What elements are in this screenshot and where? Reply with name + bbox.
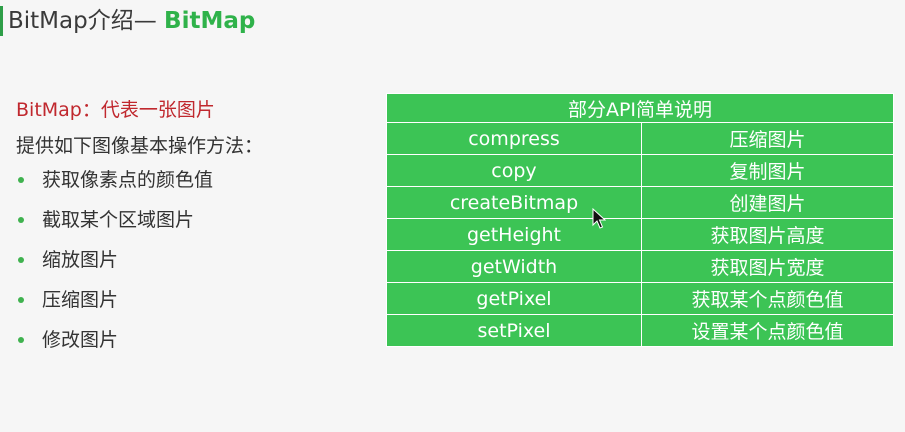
table-row: getPixel 获取某个点颜色值 xyxy=(386,282,894,315)
api-method-name: copy xyxy=(386,154,642,187)
api-method-name: getWidth xyxy=(386,250,642,283)
title-accent-bar xyxy=(0,6,3,36)
green-dot-icon xyxy=(18,337,24,343)
slide-title-highlight: BitMap xyxy=(164,8,256,34)
api-method-name: compress xyxy=(386,122,642,155)
api-table: 部分API简单说明 compress 压缩图片 copy 复制图片 create… xyxy=(386,93,894,347)
api-method-desc: 创建图片 xyxy=(641,186,894,219)
api-method-desc: 压缩图片 xyxy=(641,122,894,155)
table-row: setPixel 设置某个点颜色值 xyxy=(386,314,894,347)
green-dot-icon xyxy=(18,257,24,263)
feature-label: 缩放图片 xyxy=(42,249,119,271)
table-caption: 部分API简单说明 xyxy=(386,93,894,123)
intro-section: BitMap：代表一张图片 提供如下图像基本操作方法： 获取像素点的颜色值 截取… xyxy=(16,96,366,366)
feature-item: 截取某个区域图片 xyxy=(16,206,366,246)
feature-list: 获取像素点的颜色值 截取某个区域图片 缩放图片 压缩图片 修改图片 xyxy=(16,166,366,366)
feature-label: 修改图片 xyxy=(42,329,119,351)
feature-item: 修改图片 xyxy=(16,326,366,366)
table-header-row: 部分API简单说明 xyxy=(386,93,894,123)
feature-item: 压缩图片 xyxy=(16,286,366,326)
table-row: getHeight 获取图片高度 xyxy=(386,218,894,251)
api-method-desc: 复制图片 xyxy=(641,154,894,187)
intro-heading: BitMap：代表一张图片 xyxy=(16,99,215,121)
intro-subheading: 提供如下图像基本操作方法： xyxy=(16,135,264,157)
feature-label: 截取某个区域图片 xyxy=(42,209,195,231)
slide-title-main: BitMap介绍— xyxy=(8,8,165,34)
table-row: getWidth 获取图片宽度 xyxy=(386,250,894,283)
feature-item: 获取像素点的颜色值 xyxy=(16,166,366,206)
green-dot-icon xyxy=(18,177,24,183)
api-method-name: getPixel xyxy=(386,282,642,315)
table-row: compress 压缩图片 xyxy=(386,122,894,155)
api-method-name: setPixel xyxy=(386,314,642,347)
mouse-pointer-icon xyxy=(592,208,606,229)
table-row: copy 复制图片 xyxy=(386,154,894,187)
feature-item: 缩放图片 xyxy=(16,246,366,286)
slide-title: BitMap介绍— BitMap xyxy=(8,6,255,36)
slide-title-bar: BitMap介绍— BitMap xyxy=(0,0,905,46)
feature-label: 获取像素点的颜色值 xyxy=(42,169,214,191)
feature-label: 压缩图片 xyxy=(42,289,119,311)
green-dot-icon xyxy=(18,297,24,303)
table-row: createBitmap 创建图片 xyxy=(386,186,894,219)
api-method-desc: 获取某个点颜色值 xyxy=(641,282,894,315)
api-method-name: createBitmap xyxy=(386,186,642,219)
api-method-desc: 设置某个点颜色值 xyxy=(641,314,894,347)
api-method-desc: 获取图片高度 xyxy=(641,218,894,251)
green-dot-icon xyxy=(18,217,24,223)
api-method-desc: 获取图片宽度 xyxy=(641,250,894,283)
